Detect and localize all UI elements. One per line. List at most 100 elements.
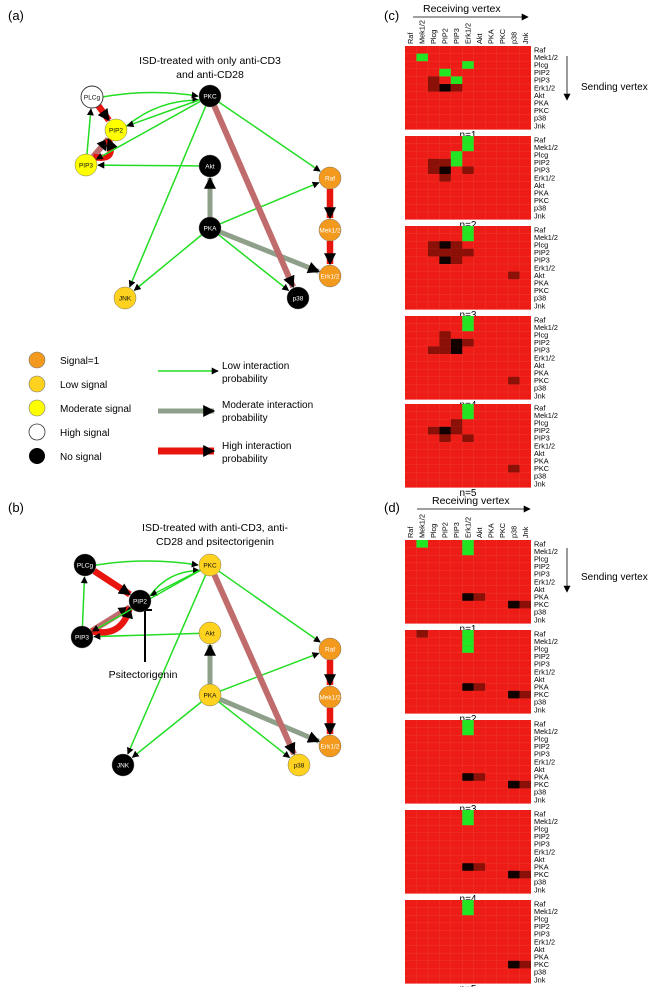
- node-jnk: JNK: [111, 753, 135, 777]
- row-label: Akt: [534, 765, 545, 774]
- heatmap-cell: [462, 411, 474, 420]
- row-label: PKC: [534, 690, 549, 699]
- heatmap-cell: [519, 960, 531, 969]
- heatmap-cell: [473, 773, 486, 781]
- row-label: PKA: [534, 863, 549, 872]
- row-label: Raf: [534, 403, 546, 412]
- n-label: n=2: [460, 714, 477, 725]
- column-header: Jnk: [521, 526, 530, 538]
- column-header: p38: [509, 32, 518, 44]
- row-label: PIP3: [534, 76, 550, 85]
- heatmap-cell: [450, 76, 463, 84]
- heatmap-block-n5: RafMek1/2PlcgPIP2PIP3Erk1/2AktPKAPKCp38J…: [405, 403, 558, 499]
- column-header: Erk1/2: [464, 517, 473, 538]
- node-label: JNK: [117, 763, 130, 770]
- heatmap-cell: [450, 426, 463, 435]
- node-label: PKA: [203, 226, 217, 233]
- heatmap-cell: [462, 900, 474, 908]
- legend-low-edge-label2: probability: [222, 374, 268, 385]
- node-akt: Akt: [198, 154, 222, 178]
- node-pkc: PKC: [198, 553, 222, 577]
- row-label: Plcg: [534, 915, 548, 924]
- column-header: PKC: [498, 523, 507, 538]
- node-label: PKC: [203, 94, 217, 101]
- column-header: PKC: [498, 29, 507, 44]
- heatmap-cell: [508, 780, 520, 789]
- row-label: Plcg: [534, 645, 548, 654]
- n-label: n=3: [460, 804, 477, 815]
- row-label: PKA: [534, 683, 549, 692]
- row-label: PIP2: [534, 158, 550, 167]
- heatmap-cell: [450, 346, 463, 354]
- heatmap-cell: [439, 68, 451, 77]
- row-label: p38: [534, 204, 546, 213]
- row-label: PIP2: [534, 338, 550, 347]
- heatmap-block-n2: RafMek1/2PlcgPIP2PIP3Erk1/2AktPKAPKCp38J…: [405, 135, 558, 231]
- row-label: PKA: [534, 953, 549, 962]
- edge-PLCg-PKC: [95, 560, 199, 568]
- node-mek: Mek1/2: [318, 218, 342, 242]
- row-label: Jnk: [534, 795, 546, 804]
- heatmap-cell: [519, 600, 531, 609]
- row-label: Plcg: [534, 555, 548, 564]
- row-label: PKA: [534, 773, 549, 782]
- heatmap-cell: [427, 76, 440, 84]
- row-label: Akt: [534, 271, 545, 280]
- heatmap-cell: [462, 404, 474, 412]
- node-label: PKA: [203, 693, 217, 700]
- legend-moderate-edge-label1: Moderate interaction: [222, 400, 313, 411]
- heatmap-cell: [462, 727, 474, 736]
- row-label: p38: [534, 878, 546, 887]
- heatmap-cell: [473, 683, 486, 691]
- row-label: Akt: [534, 585, 545, 594]
- node-label: PIP3: [79, 163, 93, 170]
- row-label: Raf: [534, 45, 546, 54]
- row-label: PKA: [534, 99, 549, 108]
- node-label: p38: [294, 763, 305, 770]
- heatmap-cell: [462, 637, 474, 646]
- edge-PKA-Raf: [219, 181, 320, 225]
- heatmap-cell: [439, 166, 451, 174]
- heatmap-cell: [450, 158, 463, 167]
- node-label: Erk1/2: [321, 744, 340, 751]
- row-label: Plcg: [534, 825, 548, 834]
- row-label: PIP2: [534, 562, 550, 571]
- row-label: Jnk: [534, 615, 546, 624]
- n-label: n=5: [460, 488, 477, 499]
- heatmap-block-n1: RafMek1/2PlcgPIP2PIP3Erk1/2AktPKAPKCp38J…: [405, 45, 558, 141]
- row-label: PKA: [534, 593, 549, 602]
- row-label: PKC: [534, 464, 549, 473]
- heatmap-cell: [427, 248, 440, 257]
- legend-low-swatch: [28, 375, 46, 393]
- heatmap-cell: [439, 346, 451, 354]
- row-label: PKC: [534, 196, 549, 205]
- row-label: Mek1/2: [534, 143, 558, 152]
- row-label: Jnk: [534, 885, 546, 894]
- heatmap-cell: [416, 540, 428, 548]
- node-pka: PKA: [198, 683, 222, 707]
- node-jnk: JNK: [113, 286, 137, 310]
- row-label: Akt: [534, 91, 545, 100]
- panel-c-receiving-label: Receiving vertex: [423, 3, 501, 15]
- heatmap-cell: [439, 426, 451, 435]
- row-label: Jnk: [534, 705, 546, 714]
- heatmap-cell: [462, 683, 474, 691]
- row-label: Raf: [534, 899, 546, 908]
- n-label: n=4: [460, 894, 477, 905]
- row-label: p38: [534, 472, 546, 481]
- row-label: p38: [534, 968, 546, 977]
- heatmap-cell: [473, 593, 486, 601]
- legend: Signal=1 Low signal Moderate signal High…: [28, 351, 313, 465]
- heatmap-cell: [439, 331, 451, 339]
- heatmap-cell: [462, 645, 474, 653]
- heatmap-cell: [462, 323, 474, 332]
- legend-signal1-label: Signal=1: [60, 356, 100, 367]
- row-label: Akt: [534, 449, 545, 458]
- row-label: Mek1/2: [534, 233, 558, 242]
- node-pkc: PKC: [198, 84, 222, 108]
- row-label: Akt: [534, 361, 545, 370]
- heatmap-cell: [462, 863, 474, 871]
- edge-PKA-Erk: [219, 697, 321, 744]
